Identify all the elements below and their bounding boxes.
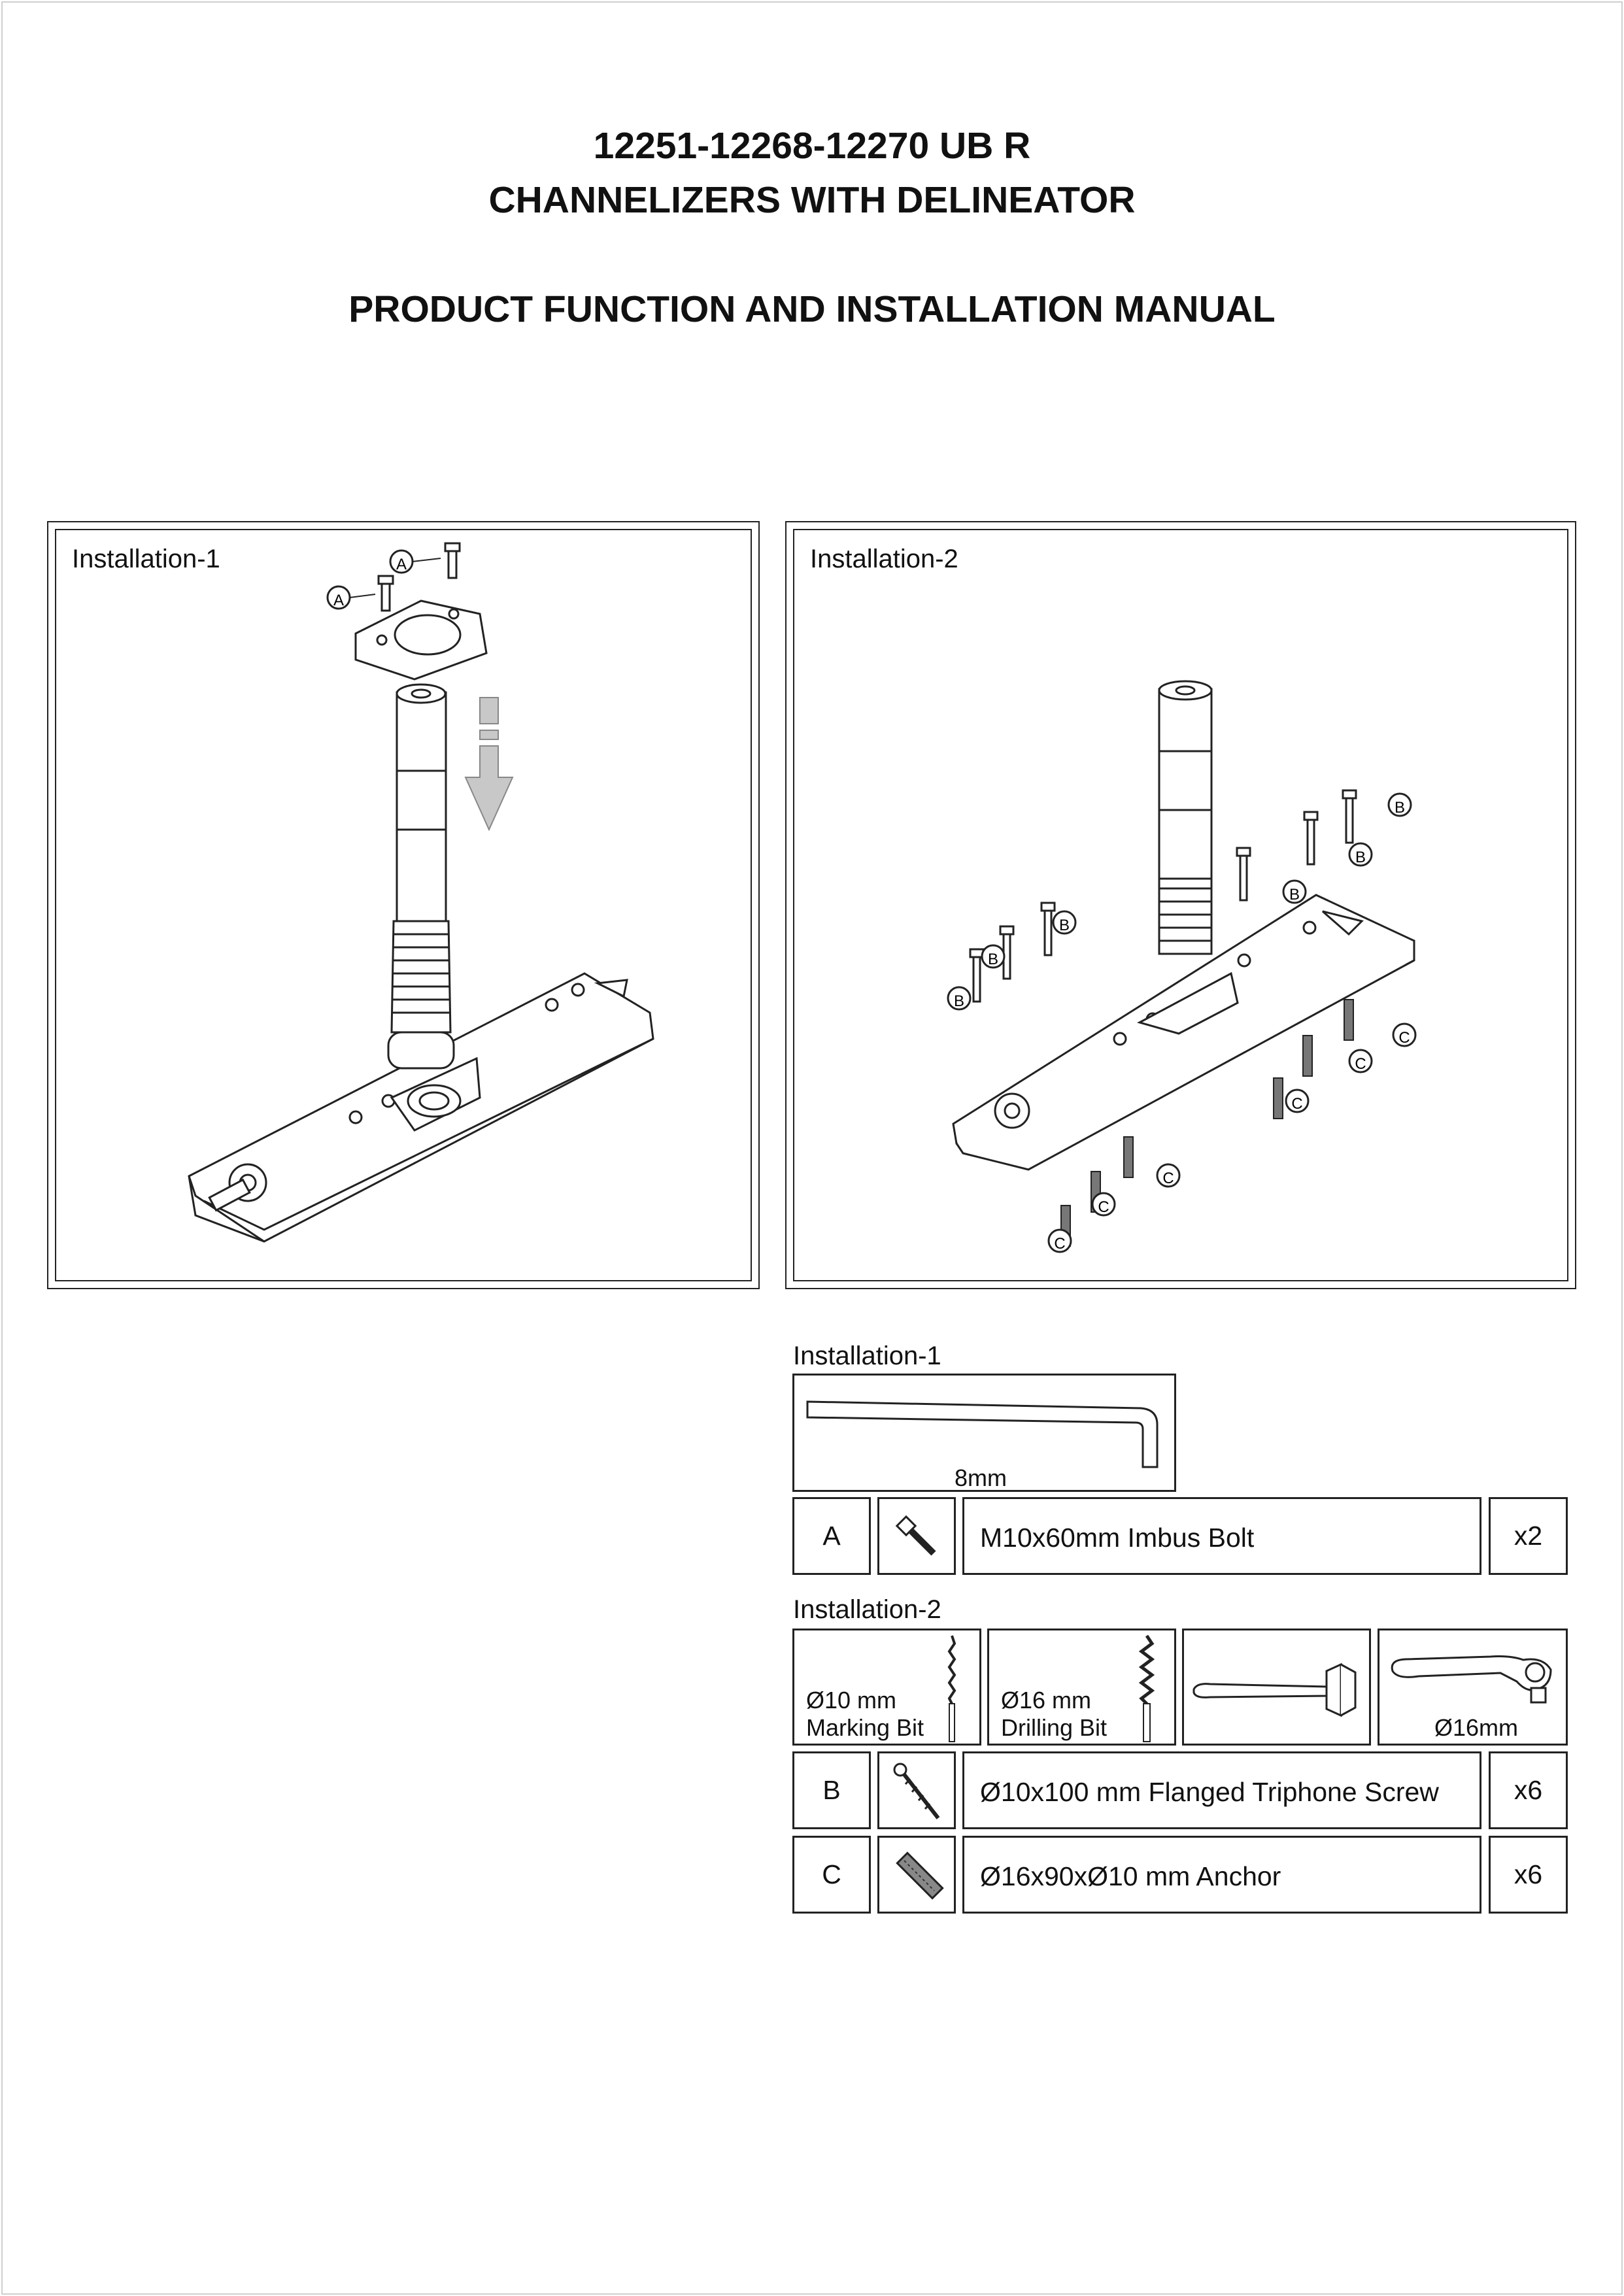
- row-a-icon-cell: [877, 1497, 956, 1575]
- callout-c: C: [1162, 1170, 1174, 1187]
- row-a-description-cell: M10x60mm Imbus Bolt: [962, 1497, 1481, 1575]
- callout-a-2: A: [396, 556, 407, 573]
- callout-c: C: [1054, 1235, 1065, 1253]
- title-manual: PRODUCT FUNCTION AND INSTALLATION MANUAL: [348, 288, 1276, 330]
- row-c-code-text: C: [822, 1859, 841, 1889]
- row-b-description-cell: Ø10x100 mm Flanged Triphone Screw: [962, 1751, 1481, 1829]
- callout-c: C: [1291, 1095, 1302, 1113]
- row-c-description-cell: Ø16x90xØ10 mm Anchor: [962, 1836, 1481, 1914]
- screw-icon: [893, 1763, 940, 1819]
- ratchet-tool-box: Ø16mm: [1378, 1629, 1568, 1746]
- row-b-icon-cell: [877, 1751, 956, 1829]
- allen-key-icon: [806, 1400, 1159, 1468]
- row-c-qty: x6: [1489, 1836, 1568, 1914]
- row-b-description: Ø10x100 mm Flanged Triphone Screw: [980, 1777, 1439, 1807]
- drilling-bit-icon: [1138, 1634, 1155, 1742]
- marking-bit-size: Ø10 mm: [806, 1687, 897, 1714]
- row-c-qty-text: x6: [1514, 1859, 1543, 1889]
- panel-label: Installation-1: [72, 545, 220, 573]
- marking-bit-name: Marking Bit: [806, 1714, 924, 1741]
- drilling-bit-name: Drilling Bit: [1001, 1714, 1108, 1741]
- callout-c: C: [1398, 1029, 1410, 1047]
- row-c-icon-cell: [877, 1836, 956, 1914]
- callout-b: B: [1289, 886, 1300, 903]
- row-a-description: M10x60mm Imbus Bolt: [980, 1523, 1255, 1553]
- callout-b: B: [988, 951, 998, 968]
- callout-b: B: [1059, 917, 1070, 934]
- callout-b: B: [954, 992, 964, 1010]
- section-label-installation-2: Installation-2: [793, 1595, 941, 1624]
- insert-arrow-icon: [464, 697, 514, 832]
- row-b-qty-text: x6: [1514, 1775, 1543, 1805]
- row-a-code-text: A: [822, 1521, 841, 1551]
- panel-inner-frame: [55, 529, 752, 1281]
- row-c-code: C: [792, 1836, 871, 1914]
- callout-c: C: [1098, 1198, 1109, 1216]
- section-label-installation-1: Installation-1: [793, 1342, 941, 1370]
- installation-2-panel: Installation-2: [785, 521, 1576, 1289]
- installation-1-panel: Installation-1: [47, 521, 760, 1289]
- marking-bit-tool-box: Ø10 mm Marking Bit: [792, 1629, 981, 1746]
- row-c-description: Ø16x90xØ10 mm Anchor: [980, 1861, 1281, 1891]
- row-a-qty-text: x2: [1514, 1521, 1543, 1551]
- screws-b-group: [947, 789, 1412, 1011]
- callout-a-1: A: [333, 592, 344, 609]
- callout-b: B: [1395, 799, 1405, 817]
- title-product-codes: 12251-12268-12270 UB R: [593, 125, 1031, 167]
- hammer-tool-box: [1182, 1629, 1371, 1746]
- row-a-code: A: [792, 1497, 871, 1575]
- panel-label: Installation-2: [810, 545, 958, 573]
- row-b-code-text: B: [822, 1775, 841, 1805]
- allen-key-size: 8mm: [955, 1464, 1007, 1491]
- installation-2-drawing: B B B B B B C C C C C C: [947, 680, 1417, 1253]
- drilling-bit-tool-box: Ø16 mm Drilling Bit: [987, 1629, 1176, 1746]
- ratchet-size: Ø16mm: [1434, 1714, 1519, 1741]
- hammer-icon: [1193, 1663, 1357, 1717]
- bolt-icon: [895, 1515, 936, 1556]
- callout-c: C: [1355, 1055, 1366, 1073]
- row-b-code: B: [792, 1751, 871, 1829]
- drilling-bit-size: Ø16 mm: [1001, 1687, 1092, 1714]
- ratchet-icon: [1391, 1655, 1552, 1704]
- panel-inner-frame: [793, 529, 1568, 1281]
- installation-1-drawing: A A: [188, 542, 654, 1243]
- row-a-qty: x2: [1489, 1497, 1568, 1575]
- allen-key-tool-box: 8mm: [792, 1374, 1176, 1492]
- callout-b: B: [1355, 849, 1366, 866]
- marking-bit-icon: [947, 1635, 956, 1742]
- row-b-qty: x6: [1489, 1751, 1568, 1829]
- title-product-name: CHANNELIZERS WITH DELINEATOR: [488, 179, 1136, 221]
- anchor-icon: [896, 1851, 944, 1900]
